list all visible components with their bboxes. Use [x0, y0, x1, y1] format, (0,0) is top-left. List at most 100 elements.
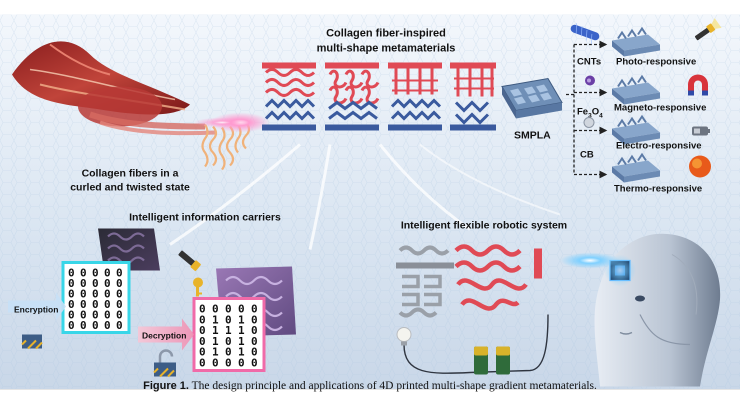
decryption-grid-digit-r1-c1: 1	[212, 313, 219, 326]
encryption-grid-digit-r1-c1: 0	[80, 277, 87, 290]
response-cube-magneto	[612, 74, 660, 105]
encryption-grid-digit-r0-c0: 0	[68, 267, 75, 280]
collagen-label-line1: Collagen fibers in a	[82, 168, 179, 180]
response-label-magneto: Magneto-responsive	[614, 103, 706, 114]
decryption-grid-digit-r2-c3: 1	[238, 324, 245, 337]
pink-glow-streak	[194, 117, 250, 128]
smpla-composite	[501, 77, 563, 119]
decryption-grid-digit-r1-c3: 1	[238, 313, 245, 326]
response-label-electro: Electro-responsive	[616, 141, 702, 152]
encryption-grid-digit-r0-c4: 0	[116, 267, 123, 280]
flashlight-tool-icon	[178, 250, 201, 271]
metamaterial-block-2	[325, 62, 380, 131]
encryption-grid-digit-r3-c0: 0	[68, 298, 75, 311]
encryption-grid-digit-r5-c0: 0	[68, 319, 75, 332]
metamaterial-block-1	[262, 62, 316, 131]
decryption-grid-digit-r0-c0: 0	[199, 303, 206, 316]
decryption-grid-digit-r0-c3: 0	[238, 303, 245, 316]
key-icon	[193, 277, 203, 297]
decryption-arrow	[138, 318, 194, 351]
encryption-grid-digit-r4-c3: 0	[104, 309, 111, 322]
metamaterial-block-4	[450, 62, 496, 131]
response-label-thermo: Thermo-responsive	[614, 184, 702, 195]
magnet-icon	[688, 74, 708, 96]
decryption-grid-digit-r1-c2: 0	[225, 313, 232, 326]
battery-icon	[692, 126, 710, 136]
decryption-grid-digit-r4-c1: 1	[212, 346, 219, 359]
sun-icon	[689, 155, 711, 178]
encryption-grid-digit-r1-c4: 0	[116, 277, 123, 290]
battery-pack-icon	[474, 346, 510, 375]
decryption-grid-digit-r2-c2: 1	[225, 324, 232, 337]
dashed-connectors	[566, 40, 608, 179]
decryption-label: Decryption	[142, 331, 186, 341]
encryption-grid-digit-r3-c3: 0	[104, 298, 111, 311]
decryption-grid-digit-r0-c1: 0	[212, 303, 219, 316]
info-carriers-title: Intelligent information carriers	[129, 212, 281, 224]
fe3o4-particle-highlight	[587, 78, 591, 83]
decryption-grid-digit-r2-c1: 1	[212, 324, 219, 337]
caption-label: Figure 1.	[143, 380, 189, 392]
decryption-grid-digit-r5-c2: 0	[225, 357, 232, 370]
decryption-grid-digit-r0-c2: 0	[225, 303, 232, 316]
decryption-grid-digit-r2-c0: 0	[199, 324, 206, 337]
response-list: Photo-responsive Magneto-responsive Elec…	[612, 18, 722, 195]
encryption-grid-digit-r0-c2: 0	[92, 267, 99, 280]
chip-glow	[604, 254, 636, 287]
encryption-grid-digit-r4-c4: 0	[116, 309, 123, 322]
encryption-grid-digit-r2-c4: 0	[116, 288, 123, 301]
muscle-illustration	[12, 41, 216, 136]
encryption-grid-digit-r2-c3: 0	[104, 288, 111, 301]
filler-label-cnts: CNTs	[577, 57, 601, 68]
decryption-grid-digit-r4-c4: 0	[251, 346, 258, 359]
metamaterial-blocks	[262, 62, 496, 131]
decryption-grid-digit-r5-c0: 0	[199, 357, 206, 370]
decryption-grid-digit-r5-c4: 0	[251, 357, 258, 370]
encryption-grid-digit-r3-c2: 0	[92, 298, 99, 311]
decryption-grid-digit-r0-c4: 0	[251, 303, 258, 316]
encryption-grid-panel	[61, 261, 131, 334]
encryption-grid-digit-r2-c1: 0	[80, 288, 87, 301]
response-cube-electro	[612, 114, 660, 145]
encryption-grid-digit-r2-c0: 0	[68, 288, 75, 301]
encryption-arrow	[8, 292, 66, 321]
figure-caption: Figure 1. The design principle and appli…	[0, 380, 740, 392]
encryption-grid-digit-r0-c1: 0	[80, 267, 87, 280]
encryption-grid-digit-r2-c2: 0	[92, 288, 99, 301]
decryption-grid-digit-r4-c2: 0	[225, 346, 232, 359]
encryption-grid-digit-r1-c0: 0	[68, 277, 75, 290]
decryption-grid-digit-r3-c1: 1	[212, 335, 219, 348]
encryption-grid-digit-r1-c2: 0	[92, 277, 99, 290]
encryption-grid-digit-r3-c1: 0	[80, 298, 87, 311]
decryption-grid-digit-r5-c1: 0	[212, 357, 219, 370]
decryption-grid-digit-r3-c2: 0	[225, 335, 232, 348]
blue-glow	[560, 252, 620, 269]
decryption-grid-digit-r5-c3: 0	[238, 357, 245, 370]
decryption-grid-digit-r3-c4: 0	[251, 335, 258, 348]
response-cube-thermo	[612, 152, 660, 183]
cb-particle-icon	[583, 117, 595, 128]
flashlight-icon	[694, 18, 722, 41]
encryption-grid-digit-r5-c4: 0	[116, 319, 123, 332]
title-line1: Collagen fiber-inspired	[326, 28, 446, 40]
response-label-photo: Photo-responsive	[616, 57, 696, 68]
decryption-grid-digit-r4-c3: 1	[238, 346, 245, 359]
decryption-grid-digit-r1-c0: 0	[199, 313, 206, 326]
filler-label-fe3o4: Fe3O4	[577, 107, 603, 120]
robotic-title: Intelligent flexible robotic system	[401, 220, 567, 232]
encryption-grid-digit-r5-c3: 0	[104, 319, 111, 332]
response-cube-photo	[612, 26, 660, 57]
encryption-grid-digit-r4-c2: 0	[92, 309, 99, 322]
decryption-grid-digit-r4-c0: 0	[199, 346, 206, 359]
encryption-grid-digit-r0-c3: 0	[104, 267, 111, 280]
collagen-label-line2: curled and twisted state	[70, 182, 190, 194]
caption-text: The design principle and applications of…	[191, 380, 597, 392]
encryption-grid-digit-r1-c3: 0	[104, 277, 111, 290]
metamaterial-block-3	[388, 62, 442, 131]
cnt-tube-icon	[570, 23, 600, 45]
decryption-grid-digit-r2-c4: 0	[251, 324, 258, 337]
decryption-grid-digit-r3-c3: 1	[238, 335, 245, 348]
